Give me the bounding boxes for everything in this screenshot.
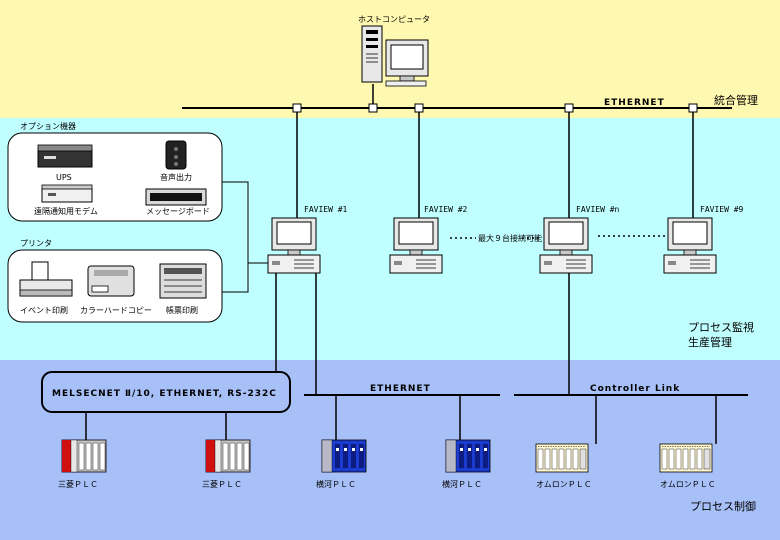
plc-label-5: オムロンＰＬＣ (536, 480, 592, 489)
plc-yokogawa-2-icon (445, 439, 491, 473)
faview-max-note: 最大９台接続可能 (478, 233, 542, 243)
controller-link-label: Controller Link (590, 384, 680, 394)
printers-title: プリンタ (20, 239, 52, 248)
melsecnet-box (41, 371, 291, 413)
color-hardcopy-label: カラーハードコピー (80, 306, 152, 315)
color-hardcopy-icon (87, 265, 135, 297)
faview-9-icon (663, 217, 717, 274)
message-board-icon (145, 188, 207, 206)
form-printer-label: 帳票印刷 (166, 305, 198, 315)
host-computer-label: ホストコンピュータ (358, 15, 430, 24)
faview-2-icon (389, 217, 443, 274)
form-printer-icon (159, 263, 207, 299)
ethernet-top-label: ETHERNET (604, 98, 665, 108)
ethernet-middle-label: ETHERNET (370, 384, 431, 394)
ups-label: UPS (56, 173, 72, 182)
plc-mitsubishi-2-icon (205, 439, 251, 473)
modem-icon (41, 184, 93, 203)
zone-label-production: 生産管理 (688, 335, 732, 349)
zone-label-management: 統合管理 (714, 93, 758, 107)
plc-label-1: 三菱ＰＬＣ (58, 479, 98, 489)
ups-icon (37, 144, 93, 168)
plc-label-3: 横河ＰＬＣ (316, 479, 356, 489)
plc-mitsubishi-1-icon (61, 439, 107, 473)
plc-yokogawa-1-icon (321, 439, 367, 473)
plc-omron-1-icon (535, 443, 589, 473)
faview-n-icon (539, 217, 593, 274)
melsecnet-label: MELSECNET Ⅱ/10, ETHERNET, RS-232C (52, 389, 277, 399)
faview-2-label: FAVIEW #2 (424, 205, 468, 214)
message-board-label: メッセージボード (146, 207, 210, 216)
modem-label: 遠隔通知用モデム (34, 206, 98, 216)
voice-output-label: 音声出力 (160, 172, 192, 182)
zone-label-monitoring: プロセス監視 (688, 320, 754, 334)
plc-omron-2-icon (659, 443, 713, 473)
plc-label-4: 横河ＰＬＣ (442, 479, 482, 489)
faview-1-label: FAVIEW #1 (304, 205, 348, 214)
zone-label-control: プロセス制御 (690, 499, 756, 513)
faview-1-icon (267, 217, 321, 274)
faview-9-label: FAVIEW #9 (700, 205, 744, 214)
plc-label-2: 三菱ＰＬＣ (202, 479, 242, 489)
event-printer-icon (19, 261, 73, 297)
voice-output-icon (165, 140, 187, 170)
event-printer-label: イベント印刷 (20, 306, 68, 315)
host-computer-icon (361, 25, 429, 87)
plc-label-6: オムロンＰＬＣ (660, 480, 716, 489)
faview-n-label: FAVIEW #n (576, 205, 620, 214)
options-title: オプション機器 (20, 121, 76, 131)
